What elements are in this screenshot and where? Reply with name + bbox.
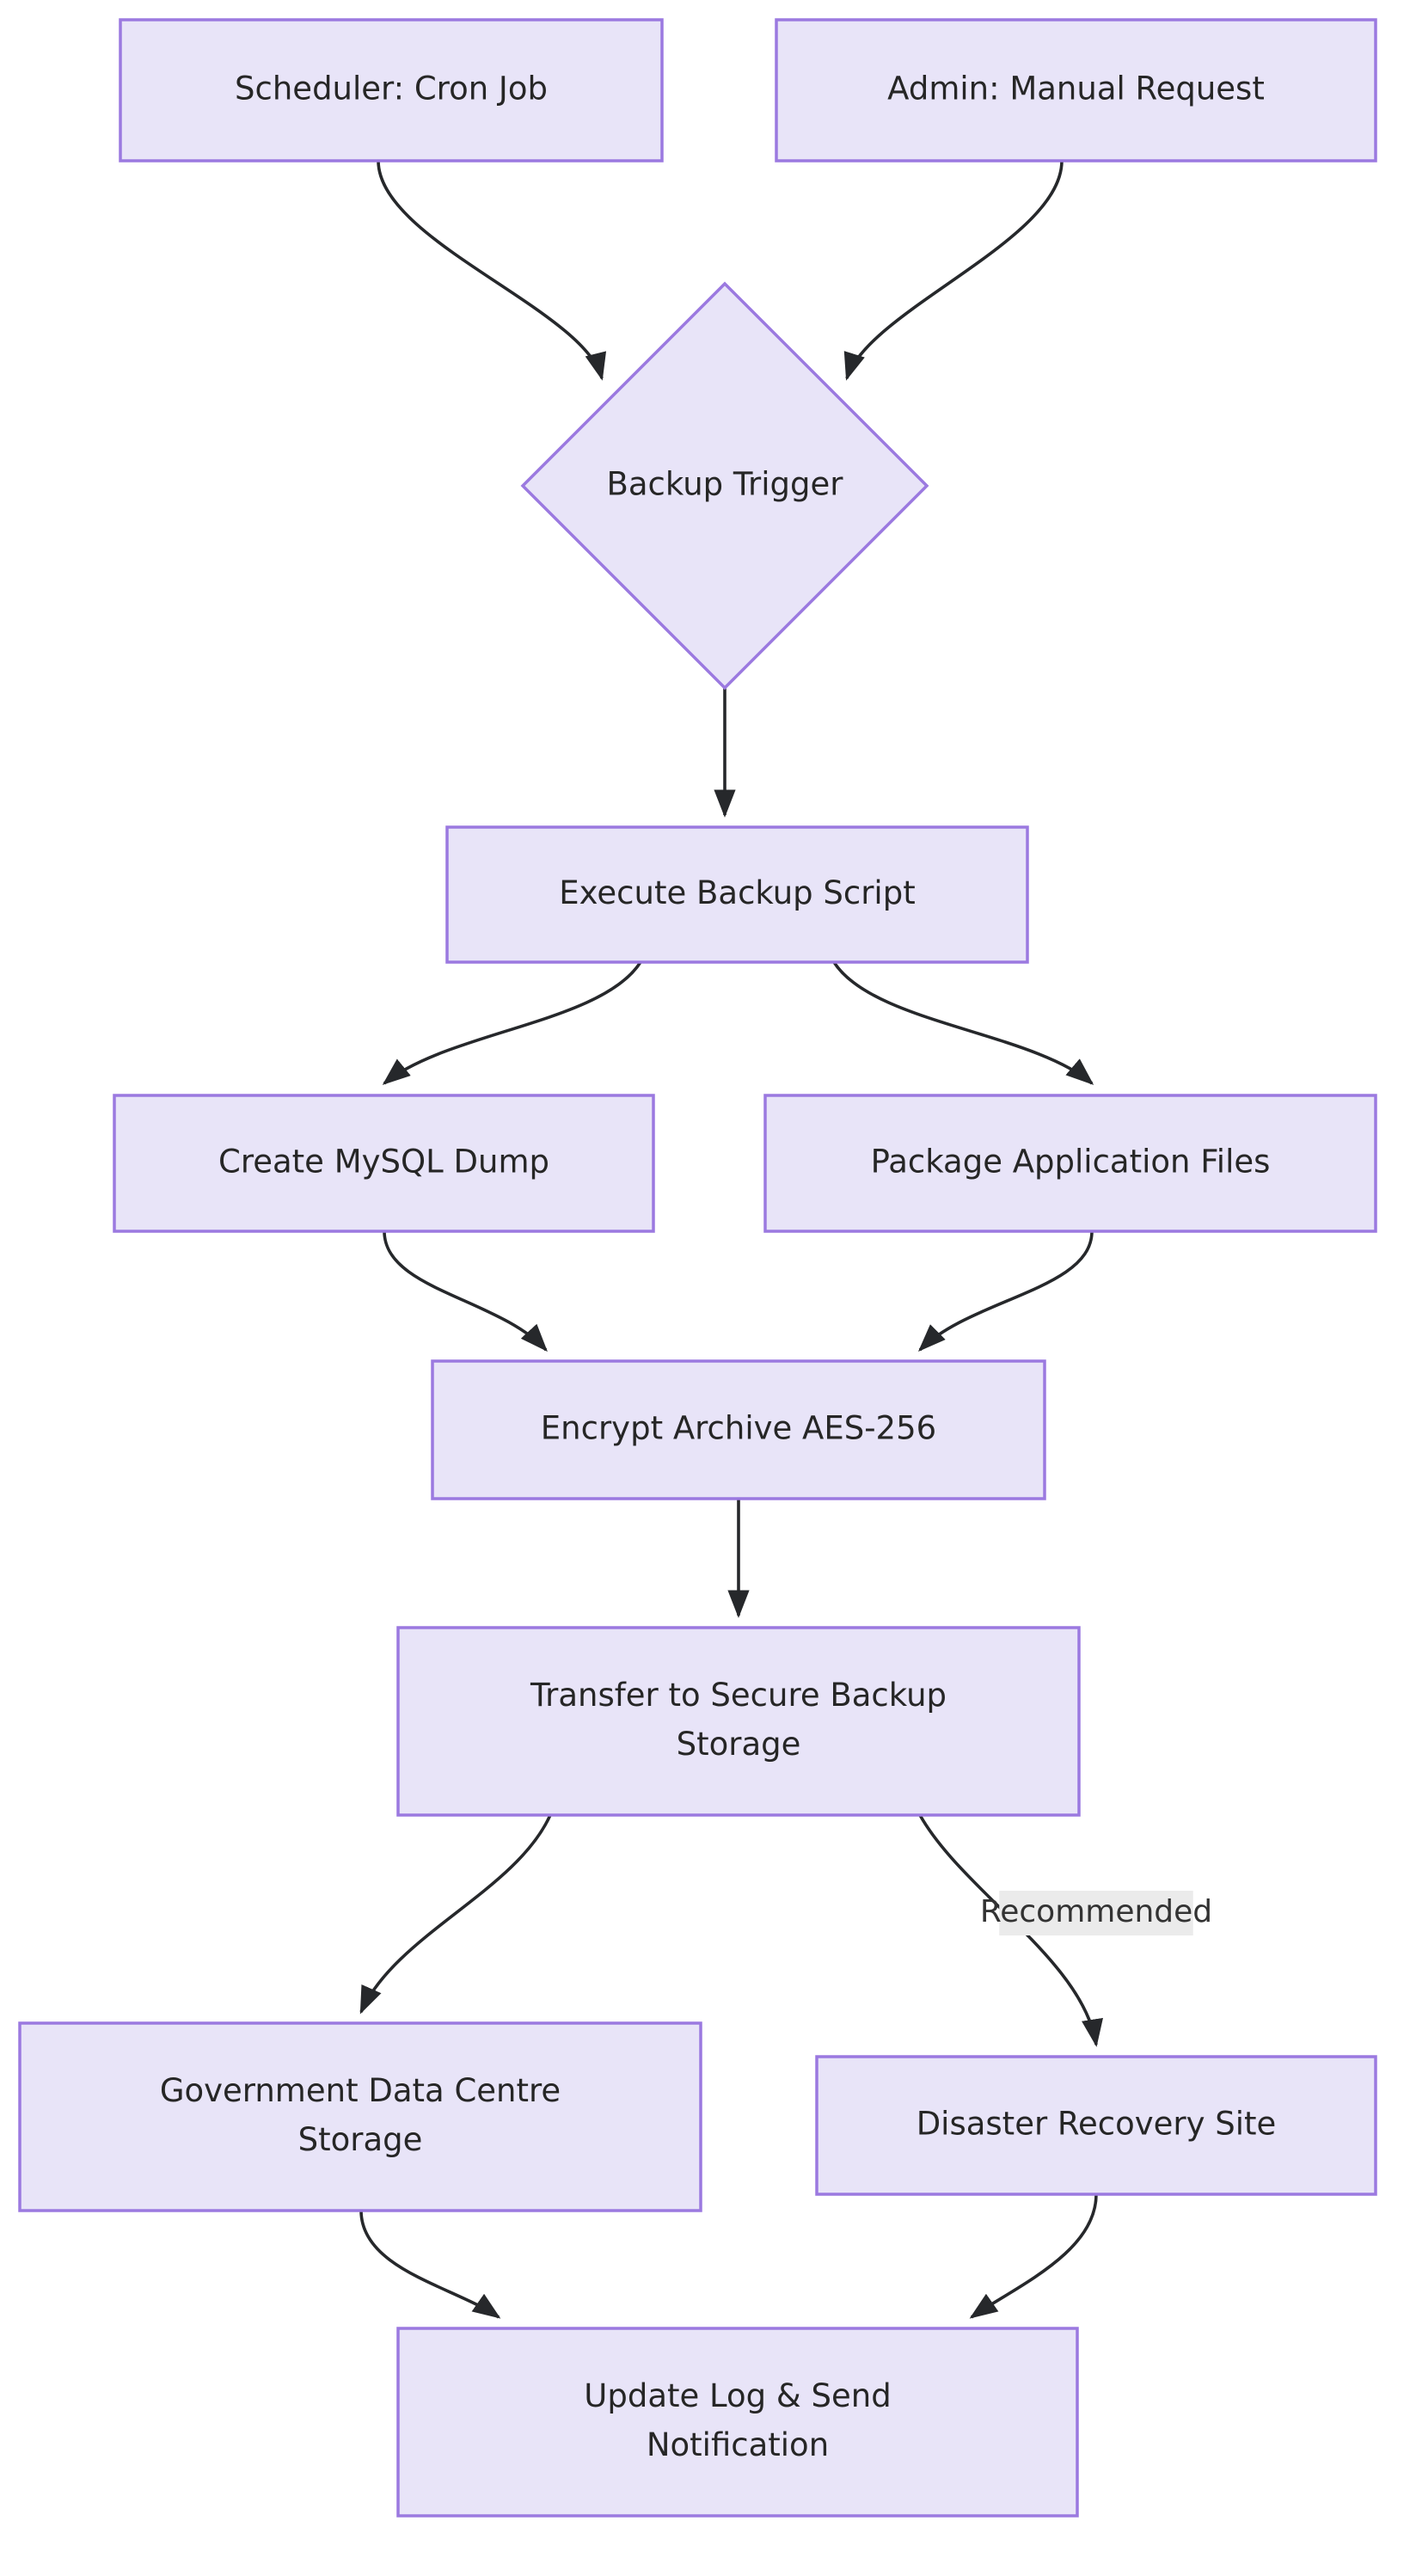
node-shape-admin: [775, 18, 1377, 163]
node-label-execute: Execute Backup Script: [559, 874, 915, 911]
node-shape-encrypt: [431, 1359, 1046, 1500]
edge-mysql-to-encrypt: [383, 1230, 548, 1352]
node-label-admin: Admin: Manual Request: [887, 71, 1265, 107]
node-label-drsite: Disaster Recovery Site: [916, 2106, 1277, 2143]
edge-govdc-to-update: [359, 2210, 501, 2319]
node-label-scheduler: Scheduler: Cron Job: [235, 71, 548, 107]
node-trigger[interactable]: Backup Trigger: [520, 281, 929, 690]
node-shape-drsite: [815, 2055, 1377, 2196]
node-label-transfer: Transfer to Secure Backup: [530, 1677, 947, 1714]
node-label-govdc: Government Data Centre: [160, 2072, 561, 2109]
edge-execute-to-package: [832, 961, 1094, 1085]
node-label-trigger: Backup Trigger: [607, 466, 844, 503]
edge-scheduler-to-trigger: [377, 160, 606, 381]
edge-execute-to-mysql: [382, 961, 642, 1085]
edge-admin-to-trigger: [843, 160, 1064, 381]
node-drsite[interactable]: Disaster Recovery Site: [815, 2055, 1377, 2196]
node-shape-package: [763, 1094, 1377, 1233]
node-label-govdc: Storage: [298, 2121, 423, 2158]
node-shape-mysql: [113, 1094, 655, 1233]
node-shape-execute: [445, 825, 1029, 964]
node-admin[interactable]: Admin: Manual Request: [775, 18, 1377, 163]
edge-drsite-to-update: [969, 2193, 1098, 2319]
edge-transfer-to-govdc: [359, 1814, 552, 2015]
node-package[interactable]: Package Application Files: [763, 1094, 1377, 1233]
edges-layer: [359, 160, 1103, 2319]
edge-labels-layer: Recommended: [980, 1891, 1212, 1935]
node-mysql[interactable]: Create MySQL Dump: [113, 1094, 655, 1233]
node-label-transfer: Storage: [677, 1726, 801, 1763]
node-shape-transfer: [396, 1626, 1081, 1817]
node-label-update: Notification: [647, 2426, 829, 2463]
node-shape-scheduler: [119, 18, 664, 163]
node-shape-trigger: [520, 281, 929, 690]
nodes-layer: Scheduler: Cron Job Admin: Manual Request…: [18, 18, 1377, 2518]
node-label-update: Update Log & Send: [584, 2377, 891, 2414]
node-execute[interactable]: Execute Backup Script: [445, 825, 1029, 964]
node-label-encrypt: Encrypt Archive AES-256: [541, 1410, 936, 1447]
edge-label-background: [999, 1891, 1193, 1935]
edge-package-to-encrypt: [917, 1230, 1094, 1352]
edge-label-text: Recommended: [980, 1894, 1212, 1929]
node-label-package: Package Application Files: [871, 1144, 1271, 1181]
edge-label-1: Recommended: [980, 1891, 1212, 1935]
node-shape-update: [396, 2327, 1079, 2518]
node-encrypt[interactable]: Encrypt Archive AES-256: [431, 1359, 1046, 1500]
node-scheduler[interactable]: Scheduler: Cron Job: [119, 18, 664, 163]
node-shape-govdc: [18, 2021, 702, 2212]
node-label-mysql: Create MySQL Dump: [218, 1144, 549, 1181]
